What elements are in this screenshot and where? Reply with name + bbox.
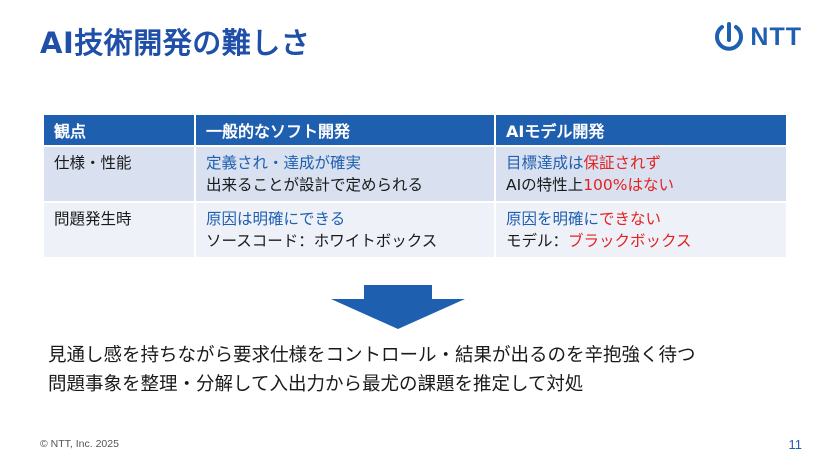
cell-line: 原因は明確にできる: [206, 210, 346, 228]
ntt-logo: NTT: [714, 20, 802, 54]
cell-text-emphasis: できない: [599, 210, 662, 228]
cell-line: AIの特性上100%はない: [506, 174, 776, 196]
conclusion-line: 問題事象を整理・分解して入出力から最尤の課題を推定して対処: [48, 374, 584, 395]
cell-line: モデル：ブラックボックス: [506, 230, 776, 252]
cell-line: 原因を明確にできない: [506, 208, 776, 230]
ai-cell: 目標達成は保証されず AIの特性上100%はない: [496, 147, 786, 201]
cell-line: 定義され・達成が確実: [206, 154, 362, 172]
conclusion-line: 見通し感を持ちながら要求仕様をコントロール・結果が出るのを辛抱強く待つ: [48, 345, 696, 366]
comparison-table: 観点 一般的なソフト開発 AIモデル開発 仕様・性能 定義され・達成が確実 出来…: [42, 113, 788, 259]
ntt-logo-icon: [715, 22, 744, 51]
header-viewpoint: 観点: [44, 115, 194, 145]
logo-text: NTT: [750, 22, 802, 51]
slide-title: AI技術開発の難しさ: [40, 26, 311, 60]
cell-text: 原因を明確に: [506, 210, 600, 228]
table-header-row: 観点 一般的なソフト開発 AIモデル開発: [44, 115, 786, 145]
cell-text: 目標達成は: [506, 154, 584, 172]
cell-line: 出来ることが設計で定められる: [206, 176, 424, 194]
cell-text-emphasis: ブラックボックス: [568, 232, 692, 250]
cell-line: ソースコード：ホワイトボックス: [206, 232, 438, 250]
header-ai-model: AIモデル開発: [496, 115, 786, 145]
cell-text: モデル：: [506, 232, 569, 250]
conclusion-text: 見通し感を持ちながら要求仕様をコントロール・結果が出るのを辛抱強く待つ 問題事象…: [48, 341, 696, 399]
header-general-software: 一般的なソフト開発: [196, 115, 494, 145]
row-label: 問題発生時: [44, 203, 194, 257]
general-cell: 原因は明確にできる ソースコード：ホワイトボックス: [196, 203, 494, 257]
table-row: 問題発生時 原因は明確にできる ソースコード：ホワイトボックス 原因を明確にでき…: [44, 203, 786, 257]
cell-text-emphasis: 100%はない: [583, 176, 675, 194]
down-arrow-icon: [331, 285, 465, 329]
cell-line: 目標達成は保証されず: [506, 152, 776, 174]
page-number: 11: [788, 437, 803, 452]
ai-cell: 原因を明確にできない モデル：ブラックボックス: [496, 203, 786, 257]
cell-text-emphasis: 保証されず: [583, 154, 662, 172]
cell-text: AIの特性上: [506, 176, 584, 194]
copyright-footer: © NTT, Inc. 2025: [40, 438, 119, 450]
row-label: 仕様・性能: [44, 147, 194, 201]
general-cell: 定義され・達成が確実 出来ることが設計で定められる: [196, 147, 494, 201]
table-row: 仕様・性能 定義され・達成が確実 出来ることが設計で定められる 目標達成は保証さ…: [44, 147, 786, 201]
